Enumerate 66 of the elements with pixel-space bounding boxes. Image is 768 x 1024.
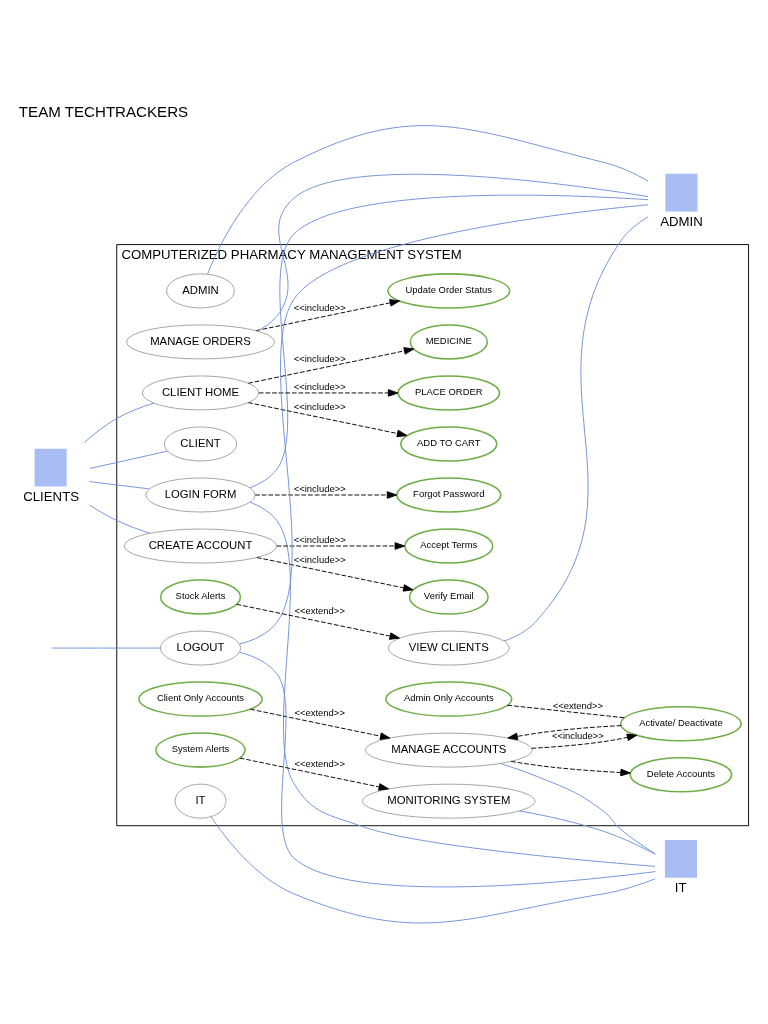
edge-label: <<include>> [293, 400, 346, 412]
arrow [236, 603, 400, 640]
node-ellipse: System Alerts [155, 732, 246, 768]
node-ellipse: IT [174, 783, 227, 819]
node-ellipse: Delete Accounts [629, 756, 733, 793]
node-ellipse: Client Only Accounts [138, 681, 263, 717]
edge-label: <<include>> [551, 729, 604, 741]
node-ellipse: Accept Terms [404, 528, 494, 564]
node-ellipse: LOGIN FORM [145, 477, 256, 513]
node-ellipse: Admin Only Accounts [385, 681, 513, 717]
arrow [247, 347, 415, 384]
connector [503, 216, 649, 642]
arrow [249, 708, 391, 740]
node-ellipse: ADMIN [166, 273, 235, 309]
edge-label: <<include>> [293, 554, 346, 566]
node-box [664, 839, 697, 878]
node-ellipse: CREATE ACCOUNT [123, 528, 278, 564]
node-ellipse: Forgot Password [396, 477, 502, 513]
node-label: IT [674, 880, 687, 896]
node-ellipse: LOGOUT [159, 630, 242, 666]
connector [239, 204, 649, 645]
connector [256, 173, 649, 332]
edge-label: <<include>> [293, 381, 346, 393]
connector [239, 651, 656, 888]
arrow [507, 725, 622, 741]
connector [499, 763, 656, 855]
node-ellipse: CLIENT [163, 426, 238, 462]
connector [507, 704, 625, 719]
arrow [276, 542, 405, 550]
node-ellipse: PLACE ORDER [397, 375, 501, 411]
node-label: ADMIN [660, 213, 703, 229]
diagram-title: TEAM TECHTRACKERS [18, 102, 189, 120]
node-ellipse: ADD TO CART [400, 426, 498, 462]
node-ellipse: MEDICINE [409, 324, 489, 360]
arrow [255, 299, 401, 332]
edge-label: <<extend>> [294, 707, 345, 719]
node-box [34, 448, 67, 487]
arrow [531, 733, 638, 749]
node-label: CLIENTS [23, 488, 80, 504]
node-box [665, 173, 698, 212]
node-ellipse: Verify Email [408, 579, 489, 615]
edge-label: <<include>> [293, 483, 346, 495]
arrow [258, 389, 399, 397]
node-ellipse: MANAGE ORDERS [126, 324, 276, 360]
connector [88, 504, 151, 534]
arrow [256, 557, 414, 592]
connector [89, 450, 169, 469]
connector [249, 194, 649, 489]
edge-label: <<include>> [293, 352, 346, 364]
arrow [510, 760, 631, 777]
connector [89, 481, 150, 490]
edge-label: <<extend>> [552, 699, 604, 711]
connector [249, 501, 656, 867]
arrow [247, 402, 408, 438]
edge-label: <<extend>> [294, 758, 345, 770]
connector [210, 816, 656, 924]
arrow [254, 491, 398, 499]
edge-label: <<include>> [293, 534, 346, 546]
edge-label: <<include>> [293, 301, 346, 313]
node-ellipse: CLIENT HOME [141, 375, 260, 411]
connector [51, 647, 161, 649]
connector [84, 402, 155, 443]
connector [207, 125, 649, 275]
edge-label: <<extend>> [294, 605, 345, 617]
node-ellipse: Stock Alerts [159, 579, 242, 615]
arrow [239, 757, 389, 791]
